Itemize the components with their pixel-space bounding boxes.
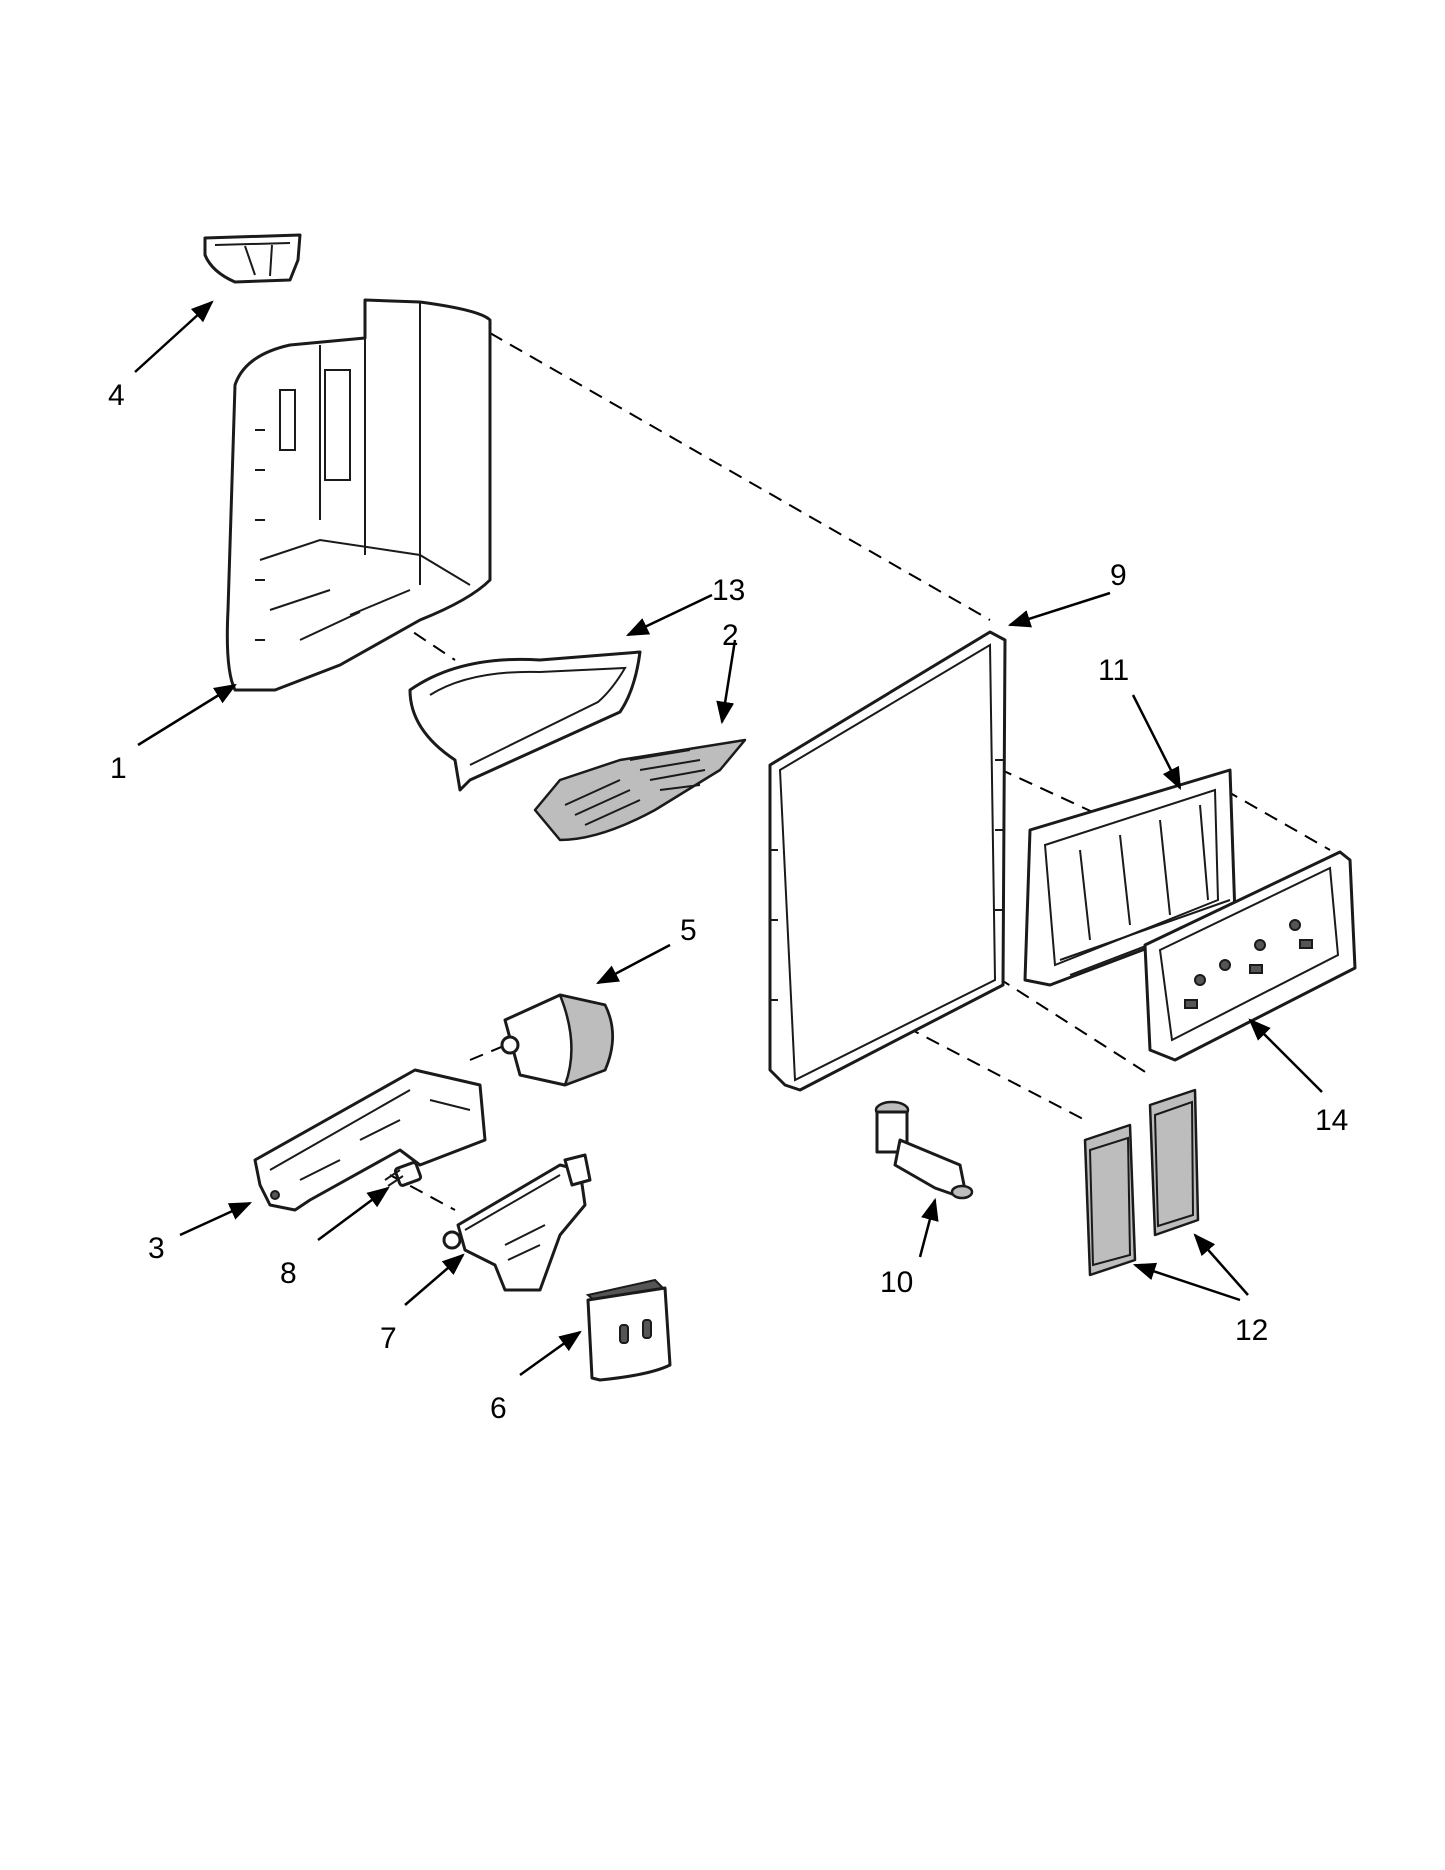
callout-10: 10 bbox=[880, 1266, 913, 1299]
callout-8: 8 bbox=[280, 1257, 297, 1290]
callout-6: 6 bbox=[490, 1392, 507, 1425]
callout-11: 11 bbox=[1098, 654, 1129, 687]
part-5-motor bbox=[500, 993, 614, 1087]
part-8-screw bbox=[384, 1161, 423, 1187]
callout-3: 3 bbox=[148, 1232, 165, 1265]
part-6-pad bbox=[585, 1278, 672, 1382]
callout-14: 14 bbox=[1315, 1104, 1348, 1137]
part-4-cup bbox=[203, 233, 302, 284]
callout-4: 4 bbox=[108, 379, 125, 412]
part-10-fitting bbox=[874, 1100, 974, 1200]
part-14-control-panel bbox=[1143, 850, 1357, 1062]
callout-9: 9 bbox=[1110, 559, 1127, 592]
part-2-grille bbox=[533, 738, 747, 842]
callout-labels: 4 1 13 2 5 3 8 7 6 9 11 14 10 12 bbox=[108, 379, 1348, 1425]
callout-7: 7 bbox=[380, 1322, 397, 1355]
callout-5: 5 bbox=[680, 914, 697, 947]
part-13-tray-frame bbox=[408, 650, 642, 792]
callout-12: 12 bbox=[1235, 1314, 1268, 1347]
part-12-pad-right bbox=[1148, 1088, 1200, 1237]
part-3-bracket bbox=[253, 1068, 487, 1212]
part-1-housing bbox=[225, 298, 492, 692]
callout-1: 1 bbox=[110, 752, 127, 785]
callout-13: 13 bbox=[712, 574, 745, 607]
leader-arrows bbox=[134, 300, 1323, 1377]
part-7-actuator bbox=[442, 1153, 592, 1292]
part-9-frame bbox=[768, 630, 1007, 1092]
part-12-pad-left bbox=[1083, 1123, 1137, 1277]
callout-2: 2 bbox=[722, 619, 739, 652]
